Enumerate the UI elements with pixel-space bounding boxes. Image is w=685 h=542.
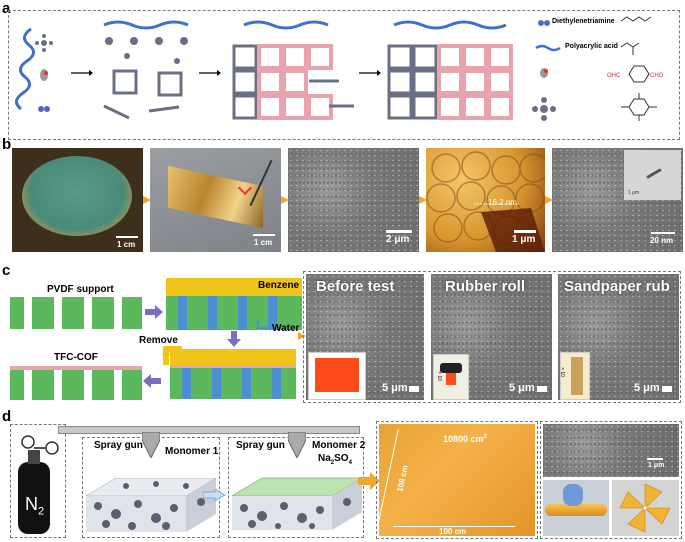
scale-label-d: 1 μm xyxy=(648,462,665,469)
sandpaper-rub-title: Sandpaper rub xyxy=(564,278,670,295)
interface-schematic xyxy=(166,278,302,330)
area-sup: 2 xyxy=(483,434,487,440)
panel-label-a: a xyxy=(2,0,11,17)
arrow-down-icon xyxy=(227,331,241,347)
sandpaper-inset: × 10 xyxy=(558,352,590,400)
panel-label-c: c xyxy=(2,262,11,279)
spray1-label: Spray gun xyxy=(94,440,143,451)
na2so4-label: Na2SO4 xyxy=(318,453,352,466)
tem-inset: 1 μm xyxy=(624,150,681,200)
arrow-right-icon xyxy=(203,489,225,501)
scale-bar-c2 xyxy=(537,386,547,392)
scale-bar-b3 xyxy=(386,230,412,233)
area-label: 10800 cm2 xyxy=(443,434,487,444)
scale-label-b3: 2 μm xyxy=(386,234,410,245)
before-test-inset xyxy=(308,352,366,400)
arrow-icon xyxy=(143,196,151,204)
scale-bar-b5 xyxy=(651,232,675,234)
arrow-icon xyxy=(545,196,553,204)
pinwheel-photo xyxy=(612,480,679,536)
sem-before-test: Before test 5 μm xyxy=(306,274,424,400)
na2so4-text: Na xyxy=(318,453,331,464)
arrow-orange-icon xyxy=(358,472,380,490)
monomer1-label: Monomer 1 xyxy=(165,446,219,457)
gas-cylinder-icon xyxy=(18,435,59,534)
sem-image-b3: 2 μm xyxy=(288,148,419,252)
tfc-cof-schematic xyxy=(10,366,142,400)
benzene-label: Benzene xyxy=(258,280,300,291)
panel-label-b: b xyxy=(2,136,12,153)
rub-count: × 10 xyxy=(558,367,565,377)
rolled-membrane-photo xyxy=(543,480,609,536)
tfc-cof-label: TFC-COF xyxy=(54,352,98,363)
pvdf-label: PVDF support xyxy=(47,284,114,295)
arrow-right-icon xyxy=(145,305,163,319)
rubber-roll-inset: × 10 xyxy=(433,354,469,400)
scale-label-c2: 5 μm xyxy=(509,382,535,394)
roll-count: × 10 xyxy=(435,371,442,381)
scale-label-c1: 5 μm xyxy=(382,382,408,394)
n2-subscript: 2 xyxy=(38,505,45,518)
arrow-icon xyxy=(419,196,427,204)
panel-d-right-frame xyxy=(540,421,682,539)
na2so4-sub: 2 xyxy=(330,460,335,466)
scale-bar-b2 xyxy=(253,234,275,236)
legend-polyacrylic-acid: Polyacrylic acid xyxy=(565,43,618,50)
inset-scale-label: 1 μm xyxy=(628,190,640,196)
scale-label-b1: 1 cm xyxy=(117,240,136,249)
porous-support-1 xyxy=(86,478,216,532)
scale-label-c3: 5 μm xyxy=(634,382,660,394)
spray-nozzle-icon xyxy=(288,432,306,458)
scale-bar-c3 xyxy=(662,386,672,392)
panel-label-d: d xyxy=(2,408,12,425)
svg-text:OHC: OHC xyxy=(607,73,621,79)
before-test-title: Before test xyxy=(316,278,395,295)
n2-frame xyxy=(10,424,66,538)
scale-bar-d xyxy=(647,458,663,460)
arrow-orange-icon xyxy=(298,332,306,340)
sem-rubber-roll: Rubber roll × 10 5 μm xyxy=(431,274,552,400)
n2-text: N xyxy=(25,494,38,514)
side-length-label: 108 cm xyxy=(395,464,410,493)
scale-bar-b1 xyxy=(116,236,138,238)
water-arrow-icon xyxy=(257,320,269,331)
large-membrane-photo: 10800 cm2 108 cm 100 cm xyxy=(379,424,535,536)
pvdf-support-schematic xyxy=(10,297,142,329)
sem-sandpaper-rub: Sandpaper rub × 10 5 μm xyxy=(558,274,679,400)
n2-label: N2 xyxy=(25,494,44,518)
svg-text:CHO: CHO xyxy=(650,73,664,79)
scale-bar-b4 xyxy=(514,230,536,233)
arrow-left-icon xyxy=(143,374,161,388)
petri-dish-photo: 1 cm xyxy=(12,148,143,252)
na2so4-sub2: 4 xyxy=(348,460,352,466)
monomer2-label: Monomer 2 xyxy=(312,440,366,451)
film-photo: 1 cm xyxy=(150,148,281,252)
panel-a-schematic: OHC CHO xyxy=(15,16,664,121)
scale-label-b2: 1 cm xyxy=(254,238,273,247)
tem-image: 1 μm 20 nm xyxy=(552,148,683,252)
rubber-roll-title: Rubber roll xyxy=(445,278,526,295)
legend-diethylenetriamine: Diethylenetriamine xyxy=(552,18,615,25)
panel-a-frame xyxy=(8,10,680,140)
area-text: 10800 cm xyxy=(443,434,484,444)
remove-schematic xyxy=(162,346,296,399)
gas-pipe xyxy=(58,426,360,434)
spray-nozzle-icon xyxy=(142,432,160,458)
panel-c-sem-frame xyxy=(303,271,681,403)
spray2-label: Spray gun xyxy=(236,440,285,451)
na2so4-tail: SO xyxy=(334,453,349,464)
bottom-length-label: 100 cm xyxy=(439,527,467,536)
scale-label-b4: 1 μm xyxy=(512,234,536,245)
height-label: 16.2 nm xyxy=(488,198,517,207)
scale-bar-c1 xyxy=(409,386,419,392)
arrow-icon xyxy=(281,196,289,204)
coated-support xyxy=(232,477,362,530)
large-membrane-frame xyxy=(376,421,538,539)
sem-d-image: 1 μm xyxy=(543,424,679,477)
water-label: Water xyxy=(272,323,300,334)
remove-label: Remove xyxy=(139,335,178,346)
afm-image: 16.2 nm 1 μm xyxy=(426,148,545,252)
scale-label-b5: 20 nm xyxy=(650,236,674,245)
